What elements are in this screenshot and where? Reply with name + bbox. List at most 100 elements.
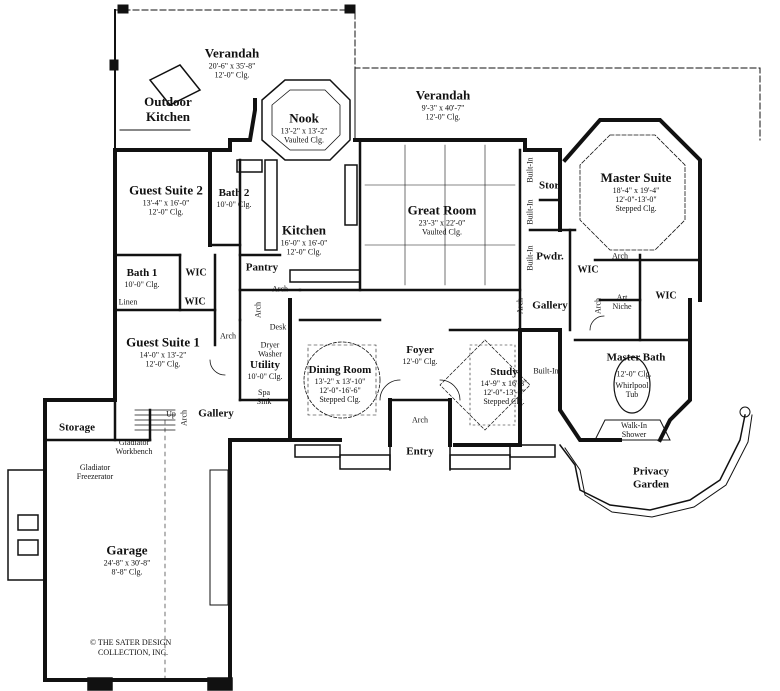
dryer-label: Dryer	[260, 340, 280, 350]
room-name: WIC	[185, 267, 207, 279]
room-guest-suite-1: Guest Suite 1 14'-0" x 13'-2" 12'-0" Clg…	[126, 334, 200, 369]
room-name: Great Room	[407, 202, 477, 218]
room-dimensions: 20'-6" x 35'-8"	[208, 61, 256, 71]
room-name: Privacy Garden	[632, 465, 670, 490]
room-master-suite: Master Suite 18'-4" x 19'-4" 12'-0"-13'-…	[601, 170, 672, 214]
room-ceiling-type: Stepped Clg.	[319, 394, 361, 404]
room-ceiling: 12'-0"-13'-0"	[615, 194, 657, 204]
room-name: WIC	[577, 264, 599, 276]
arch-label: Arch	[593, 298, 603, 314]
room-name: Outdoor Kitchen	[144, 94, 192, 124]
room-ceiling: 10'-0" Clg.	[124, 279, 160, 289]
room-master-bath: Master Bath	[607, 352, 666, 365]
room-ceiling: 8'-8" Clg.	[111, 567, 143, 577]
room-privacy-garden: Privacy Garden	[616, 465, 686, 490]
room-name: WIC	[184, 296, 206, 308]
room-name: Entry	[406, 445, 434, 458]
washer-label: Washer	[258, 349, 282, 359]
room-name: Foyer	[406, 344, 434, 357]
room-name: Nook	[289, 110, 319, 126]
stairs-up-label: Up	[166, 409, 176, 419]
room-name: Study	[490, 365, 518, 378]
room-verandah-right: Verandah 9'-3" x 40'-7" 12'-0" Clg.	[415, 87, 471, 122]
room-outdoor-kitchen: Outdoor Kitchen	[133, 94, 203, 125]
room-powder: Pwdr.	[536, 251, 563, 264]
room-name: Storage	[58, 421, 96, 434]
built-in-label: Built-In	[525, 245, 535, 271]
room-storage: Storage	[59, 422, 95, 435]
built-in-label: Built-In	[525, 199, 535, 225]
room-name: Bath 1	[126, 267, 158, 280]
arch-label: Arch	[612, 251, 628, 261]
room-ceiling: 12'-0" Clg.	[402, 356, 438, 366]
room-dimensions: 16'-0" x 16'-0"	[280, 238, 328, 248]
room-name: Verandah	[415, 87, 471, 103]
room-name: Pantry	[245, 261, 279, 274]
room-name: Gallery	[532, 299, 568, 312]
spa-sink-label: Spa Sink	[256, 388, 272, 406]
room-nook: Nook 13'-2" x 13'-2" Vaulted Clg.	[280, 110, 328, 145]
room-ceiling-type: Stepped Clg.	[615, 204, 657, 214]
room-ceiling: 12'-0" Clg.	[214, 70, 250, 80]
room-wic-master-large: WIC	[655, 290, 676, 302]
room-ceiling: 12'-0" Clg.	[145, 359, 181, 369]
room-dining-room: Dining Room 13'-2" x 13'-10" 12'-0"-16'-…	[309, 364, 372, 404]
room-ceiling: 12'-0" Clg.	[286, 247, 322, 257]
arch-label: Arch	[272, 284, 288, 294]
room-name: Gallery	[198, 407, 234, 420]
arch-label: Arch	[253, 302, 263, 318]
room-gallery-left: Gallery	[198, 408, 233, 421]
linen-label: Linen	[118, 297, 138, 307]
room-name: Bath 2	[218, 187, 250, 200]
copyright-notice: © THE SATER DESIGN COLLECTION, INC.	[90, 638, 171, 657]
room-dimensions: 14'-9" x 16'-3"	[480, 378, 528, 388]
room-bath-1: Bath 1 10'-0" Clg.	[125, 267, 160, 289]
room-dimensions: 13'-2" x 13'-2"	[280, 126, 328, 136]
room-name: Guest Suite 1	[126, 334, 200, 350]
room-great-room: Great Room 23'-3" x 22'-0" Vaulted Clg.	[407, 202, 477, 237]
room-study: Study 14'-9" x 16'-3" 12'-0"-13'-0" Step…	[481, 366, 528, 406]
room-wic-guest-2: WIC	[185, 267, 206, 279]
arch-label: Arch	[220, 331, 236, 341]
room-dimensions: 13'-2" x 13'-10"	[314, 376, 366, 386]
room-dimensions: 23'-3" x 22'-0"	[418, 218, 466, 228]
room-kitchen: Kitchen 16'-0" x 16'-0" 12'-0" Clg.	[280, 222, 328, 257]
room-ceiling: Vaulted Clg.	[284, 135, 324, 145]
room-foyer: Foyer 12'-0" Clg.	[403, 344, 438, 366]
room-name: Guest Suite 2	[129, 182, 203, 198]
room-gallery-right: Gallery	[532, 300, 567, 313]
room-ceiling-type: Stepped Clg.	[483, 396, 525, 406]
room-ceiling: Vaulted Clg.	[422, 227, 462, 237]
copyright-line-2: COLLECTION, INC.	[98, 647, 168, 657]
room-entry: Entry	[406, 446, 434, 459]
whirlpool-tub-label: Whirlpool Tub	[615, 381, 649, 399]
room-ceiling: 10'-0" Clg.	[216, 199, 252, 209]
room-pantry: Pantry	[246, 262, 278, 275]
room-ceiling: 12'-0"-16'-6"	[319, 385, 361, 395]
room-name: Kitchen	[281, 222, 327, 238]
room-name: WIC	[655, 290, 677, 302]
walk-in-shower-label: Walk-In Shower	[620, 421, 647, 439]
built-in-label: Built-In	[525, 157, 535, 183]
room-bath-2: Bath 2 10'-0" Clg.	[217, 187, 252, 209]
gladiator-freezerator-label: Gladiator Freezerator	[76, 463, 114, 481]
room-dimensions: 13'-4" x 16'-0"	[142, 198, 190, 208]
arch-label: Arch	[515, 298, 525, 314]
room-utility: Utility 10'-0" Clg.	[248, 359, 283, 381]
gladiator-workbench-label: Gladiator Workbench	[115, 438, 153, 456]
room-wic-master-small: WIC	[577, 264, 598, 276]
room-verandah-left: Verandah 20'-6" x 35'-8" 12'-0" Clg.	[205, 45, 259, 80]
room-ceiling: 12'-0" Clg.	[148, 207, 184, 217]
desk-label: Desk	[269, 322, 287, 332]
built-in-label: Built-In	[533, 366, 559, 376]
room-guest-suite-2: Guest Suite 2 13'-4" x 16'-0" 12'-0" Clg…	[129, 182, 203, 217]
room-name: Utility	[250, 359, 280, 372]
room-name: Dining Room	[308, 363, 372, 376]
room-dimensions: 9'-3" x 40'-7"	[421, 103, 465, 113]
master-bath-ceiling: 12'-0" Clg.	[616, 369, 652, 379]
room-wic-guest-1: WIC	[184, 296, 205, 308]
room-name: Stor.	[539, 179, 561, 192]
room-ceiling: 12'-0" Clg.	[425, 112, 461, 122]
